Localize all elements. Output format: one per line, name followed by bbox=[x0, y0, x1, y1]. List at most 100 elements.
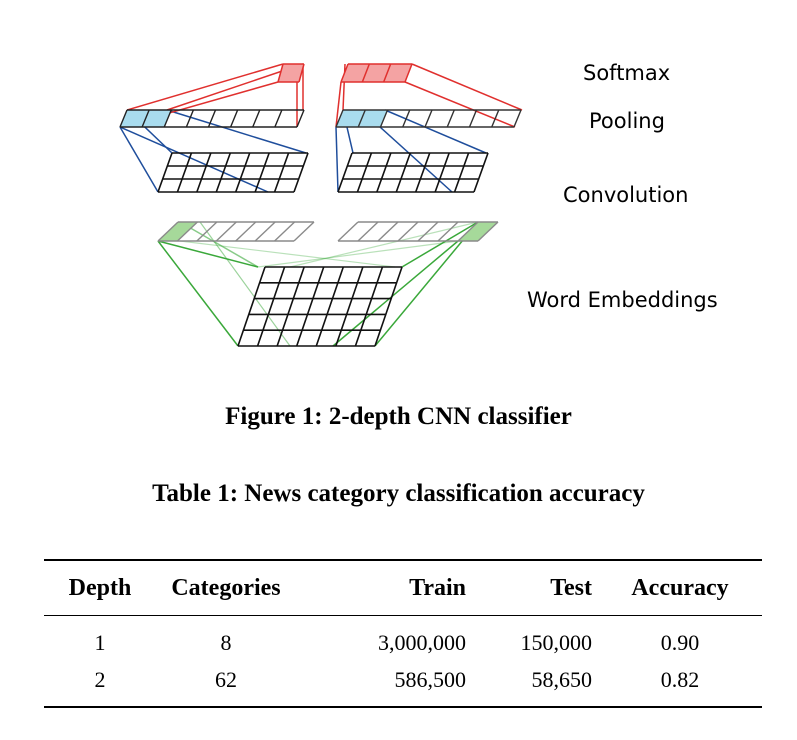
pooling-grid-right-col-line bbox=[446, 109, 455, 128]
softmax-grid-right bbox=[340, 63, 413, 83]
pooling-grid-right-col-line bbox=[379, 109, 389, 128]
embedding-conv-right-col-line bbox=[357, 221, 379, 242]
pooling-grid-right-col-line bbox=[402, 109, 411, 128]
softmax-grid-left-col-line bbox=[277, 63, 284, 83]
conv-grid-left-col-line bbox=[273, 152, 290, 193]
embedding-grid-col-line bbox=[237, 266, 266, 347]
conv-grid-right-col-line bbox=[473, 152, 489, 193]
embedding-link bbox=[179, 221, 259, 268]
softmax-label: Softmax bbox=[583, 61, 671, 85]
embedding-conv-right-col-line bbox=[377, 221, 399, 242]
softmax-grid-right-col-line bbox=[340, 63, 349, 83]
table-caption: Table 1: News category classification ac… bbox=[152, 480, 645, 507]
conv-grid-right-col-line bbox=[434, 152, 450, 193]
conv-grid-left-col-line bbox=[234, 152, 251, 193]
convolution-label: Convolution bbox=[563, 183, 689, 207]
conv-link bbox=[379, 126, 453, 193]
embedding-grid-col-line bbox=[374, 266, 403, 347]
cell-accuracy: 0.90 bbox=[660, 629, 700, 655]
cell-test: 58,650 bbox=[531, 666, 593, 692]
pooling-grid-left-col-line bbox=[296, 109, 305, 128]
conv-grid-right-col-line bbox=[453, 152, 470, 193]
conv-grid-left-col-line bbox=[157, 152, 173, 193]
header-train: Train bbox=[409, 574, 466, 601]
conv-link bbox=[384, 109, 487, 154]
header-accuracy: Accuracy bbox=[631, 574, 729, 601]
conv-grid-right bbox=[337, 152, 489, 193]
cnn-diagram bbox=[119, 63, 523, 347]
results-table: Depth Categories Train Test Accuracy 1 8… bbox=[44, 559, 762, 708]
word-embeddings-label: Word Embeddings bbox=[527, 288, 718, 312]
embedding-conv-left-col-line bbox=[254, 221, 276, 242]
pooling-grid-left-col-line bbox=[229, 109, 239, 128]
conv-grid-left bbox=[157, 152, 309, 193]
embedding-conv-left-col-line bbox=[176, 221, 198, 242]
conv-link bbox=[119, 126, 269, 193]
softmax-link bbox=[411, 63, 523, 111]
cell-categories: 62 bbox=[215, 666, 237, 692]
conv-grid-left-col-line bbox=[254, 152, 270, 193]
conv-grid-left-col-line bbox=[293, 152, 309, 193]
embedding-link bbox=[179, 240, 396, 268]
table-row: 2 62 586,500 58,650 0.82 bbox=[44, 661, 762, 707]
softmax-link bbox=[404, 81, 516, 128]
embedding-grid-col-line bbox=[315, 266, 345, 347]
embedding-conv-left-col-line bbox=[235, 221, 257, 242]
softmax-grid-left-highlight bbox=[278, 64, 304, 82]
embedding-conv-left-col-line bbox=[196, 221, 218, 242]
table-header-row: Depth Categories Train Test Accuracy bbox=[44, 560, 762, 616]
pooling-label: Pooling bbox=[589, 109, 665, 133]
conv-grid-left-col-line bbox=[176, 152, 193, 193]
embedding-link bbox=[374, 221, 479, 347]
embedding-grid bbox=[237, 266, 403, 347]
conv-grid-right-col-line bbox=[395, 152, 412, 193]
conv-grid-left-col-line bbox=[196, 152, 212, 193]
embedding-grid-col-line bbox=[276, 266, 305, 347]
table-row: 1 8 3,000,000 150,000 0.90 bbox=[44, 616, 762, 662]
embedding-conv-right-col-line bbox=[417, 221, 439, 242]
embedding-link bbox=[257, 240, 459, 268]
pooling-grid-right-col-line bbox=[357, 109, 366, 128]
embedding-conv-right-highlight bbox=[458, 222, 498, 241]
softmax-grid-right-col-line bbox=[361, 63, 371, 83]
embedding-conv-right-col-line bbox=[397, 221, 419, 242]
embedding-link bbox=[157, 240, 239, 347]
embedding-conv-right bbox=[337, 221, 499, 242]
embedding-conv-left-col-line bbox=[215, 221, 237, 242]
embedding-link bbox=[199, 221, 291, 347]
softmax-grid-left-col-line bbox=[298, 63, 305, 83]
cell-depth: 1 bbox=[94, 629, 106, 655]
pooling-grid-left-col-line bbox=[252, 109, 261, 128]
conv-link bbox=[166, 109, 307, 154]
cell-accuracy: 0.82 bbox=[660, 666, 700, 692]
embedding-conv-left bbox=[157, 221, 315, 242]
embedding-grid-col-line bbox=[295, 266, 325, 347]
cell-categories: 8 bbox=[220, 629, 232, 655]
pooling-grid-right-col-line bbox=[424, 109, 433, 128]
embedding-conv-right-col-line bbox=[337, 221, 359, 242]
embedding-link bbox=[157, 240, 259, 268]
pooling-grid-left-col-line bbox=[119, 109, 128, 128]
pooling-grid-left bbox=[119, 109, 305, 128]
embedding-conv-right-col-line bbox=[437, 221, 459, 242]
softmax-link bbox=[126, 63, 284, 111]
cell-train: 586,500 bbox=[394, 666, 467, 692]
embedding-conv-left-col-line bbox=[157, 221, 179, 242]
pooling-grid-right-col-line bbox=[335, 109, 344, 128]
softmax-link bbox=[335, 81, 342, 128]
pooling-grid-left-col-line bbox=[141, 109, 150, 128]
cell-depth: 2 bbox=[94, 666, 106, 692]
pooling-grid-left-col-line bbox=[163, 109, 172, 128]
conv-grid-right-col-line bbox=[356, 152, 373, 193]
softmax-grid-right-highlight bbox=[341, 64, 412, 82]
pooling-grid-left-col-line bbox=[185, 109, 195, 128]
conv-grid-right-col-line bbox=[376, 152, 392, 193]
conv-grid-right-col-line bbox=[337, 152, 353, 193]
embedding-link bbox=[289, 221, 479, 268]
softmax-grid-left bbox=[277, 63, 305, 83]
conv-grid-right-col-line bbox=[414, 152, 431, 193]
embedding-conv-left-highlight bbox=[158, 222, 198, 241]
header-depth: Depth bbox=[68, 574, 132, 601]
pooling-grid-right-col-line bbox=[491, 109, 500, 128]
pooling-grid-right-col-line bbox=[513, 109, 522, 128]
